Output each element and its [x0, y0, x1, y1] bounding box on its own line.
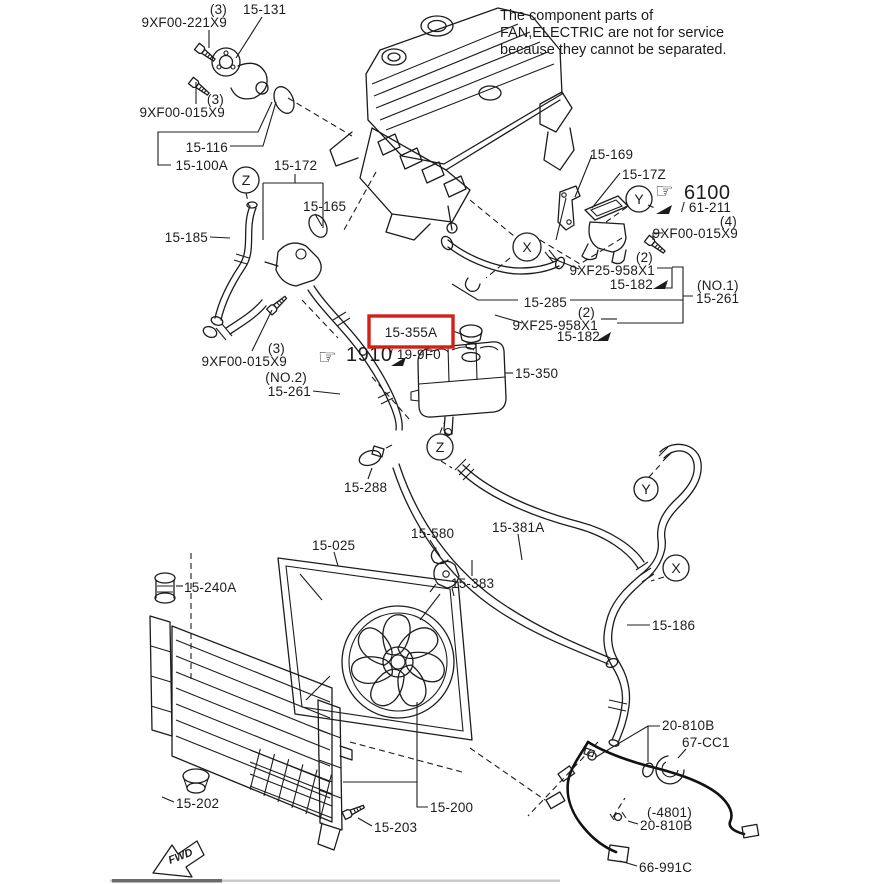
part-label-9xf00-015x9-c[interactable]: 9XF00-015X9 [652, 226, 738, 241]
note-line-3: because they cannot be separated. [500, 42, 727, 58]
note-no2: (NO.2) [265, 370, 307, 385]
part-label-67-cc1[interactable]: 67-CC1 [682, 735, 730, 750]
drain-plug-15-202-drawing [182, 768, 210, 794]
ref-label-19-9f0[interactable]: / 19-9F0 [389, 347, 441, 362]
qty-label: (3) [268, 341, 285, 356]
pointer-arrows [391, 205, 672, 366]
qty-label: (3) [210, 2, 227, 17]
part-label-15-100a[interactable]: 15-100A [176, 158, 228, 173]
harness-66-991c-drawing [545, 740, 760, 864]
marker-z1: Z [242, 172, 251, 188]
fan-shroud-drawing [277, 557, 473, 741]
fan-electric-note: The component parts of FAN,ELECTRIC are … [500, 8, 727, 58]
part-label-15-200[interactable]: 15-200 [430, 800, 473, 815]
hose-15-186-drawing [603, 443, 702, 747]
marker-x2: X [671, 560, 681, 576]
clamp-15-288-drawing [358, 444, 393, 467]
part-label-15-381a[interactable]: 15-381A [492, 520, 544, 535]
qty-label: (2) [578, 305, 595, 320]
hose-15-381a-drawing [454, 458, 655, 583]
part-label-9xf25-958x1-a[interactable]: 9XF25-958X1 [569, 263, 655, 278]
part-label-15-172[interactable]: 15-172 [274, 158, 317, 173]
ref-label-1910[interactable]: 1910 [346, 344, 393, 366]
part-label-15-182-a[interactable]: 15-182 [610, 277, 653, 292]
marker-x1: X [522, 239, 532, 255]
holder-15-580-drawing [429, 560, 460, 597]
engine-drawing [329, 7, 575, 241]
part-label-15-186[interactable]: 15-186 [652, 618, 695, 633]
part-label-15-261-b[interactable]: 15-261 [696, 291, 739, 306]
leader-lines [157, 16, 693, 867]
part-label-15-285[interactable]: 15-285 [524, 295, 567, 310]
part-label-20-810b-b[interactable]: 20-810B [640, 818, 692, 833]
marker-y1: Y [634, 191, 644, 207]
part-label-15-131[interactable]: 15-131 [243, 2, 286, 17]
part-label-15-203[interactable]: 15-203 [374, 820, 417, 835]
part-label-9xf00-015x9-a[interactable]: 9XF00-015X9 [139, 105, 225, 120]
part-label-15-240a[interactable]: 15-240A [184, 580, 236, 595]
part-label-66-991c[interactable]: 66-991C [639, 860, 692, 875]
part-label-15-185[interactable]: 15-185 [165, 230, 208, 245]
part-label-15-580[interactable]: 15-580 [411, 526, 454, 541]
bottom-crop-remnant [110, 879, 560, 883]
part-label-15-025[interactable]: 15-025 [312, 538, 355, 553]
marker-z2: Z [436, 439, 445, 455]
part-label-15-116[interactable]: 15-116 [186, 140, 228, 155]
qty-label: (4) [720, 214, 737, 229]
part-label-15-355a[interactable]: 15-355A [385, 325, 437, 340]
hand-pointer-icon: ☞ [655, 180, 674, 203]
qty-label: (3) [207, 92, 224, 107]
note-line-1: The component parts of [500, 8, 654, 24]
part-label-15-350[interactable]: 15-350 [515, 366, 558, 381]
part-label-15-17z[interactable]: 15-17Z [622, 167, 666, 182]
tank-cap-15-355a-drawing [459, 324, 483, 350]
part-label-15-288[interactable]: 15-288 [344, 480, 387, 495]
part-label-15-202[interactable]: 15-202 [176, 796, 219, 811]
part-label-20-810b-a[interactable]: 20-810B [662, 718, 714, 733]
expansion-tank-15-350-drawing [410, 341, 507, 437]
note-no1: (NO.1) [697, 278, 739, 293]
part-label-15-182-b[interactable]: 15-182 [557, 329, 600, 344]
part-label-9xf00-015x9-b[interactable]: 9XF00-015X9 [201, 354, 287, 369]
highlight-box [367, 314, 455, 349]
part-label-9xf00-221x9[interactable]: 9XF00-221X9 [141, 15, 227, 30]
hose-15-185-drawing [202, 201, 267, 341]
hose-15-261-no2-drawing [307, 285, 403, 431]
highlighted-part-callout[interactable]: 15-355A [367, 314, 455, 349]
view-markers: Z X Y Z Y X [232, 166, 690, 582]
ref-label-6100[interactable]: 6100 [684, 182, 731, 204]
part-label-15-165[interactable]: 15-165 [303, 199, 346, 214]
part-label-15-169[interactable]: 15-169 [590, 147, 633, 162]
marker-y2: Y [641, 481, 651, 497]
water-pump-thermostat-drawing [187, 42, 295, 114]
note-line-2: FAN,ELECTRIC are not for service [500, 25, 724, 41]
note-4801: (-4801) [647, 805, 692, 820]
radiator-drawing [149, 572, 353, 851]
part-label-9xf25-958x1-b[interactable]: 9XF25-958X1 [512, 318, 598, 333]
part-label-15-261-a[interactable]: 15-261 [268, 384, 311, 399]
qty-label: (2) [636, 250, 653, 265]
hand-pointer-icon: ☞ [318, 346, 337, 369]
bolt-15-203-drawing [341, 802, 367, 821]
part-label-15-383[interactable]: 15-383 [451, 576, 494, 591]
bracket-15-169-drawing [555, 185, 581, 241]
ref-label-61-211[interactable]: / 61-211 [681, 200, 731, 215]
pipe-15-285-drawing [440, 205, 566, 292]
fwd-arrow: FWD [152, 840, 205, 878]
water-outlet-housing-drawing [264, 214, 328, 316]
dashed-construction-lines [190, 97, 665, 818]
part-labels: (3) 9XF00-221X9 15-131 (3) 9XF00-015X9 1… [139, 2, 739, 875]
